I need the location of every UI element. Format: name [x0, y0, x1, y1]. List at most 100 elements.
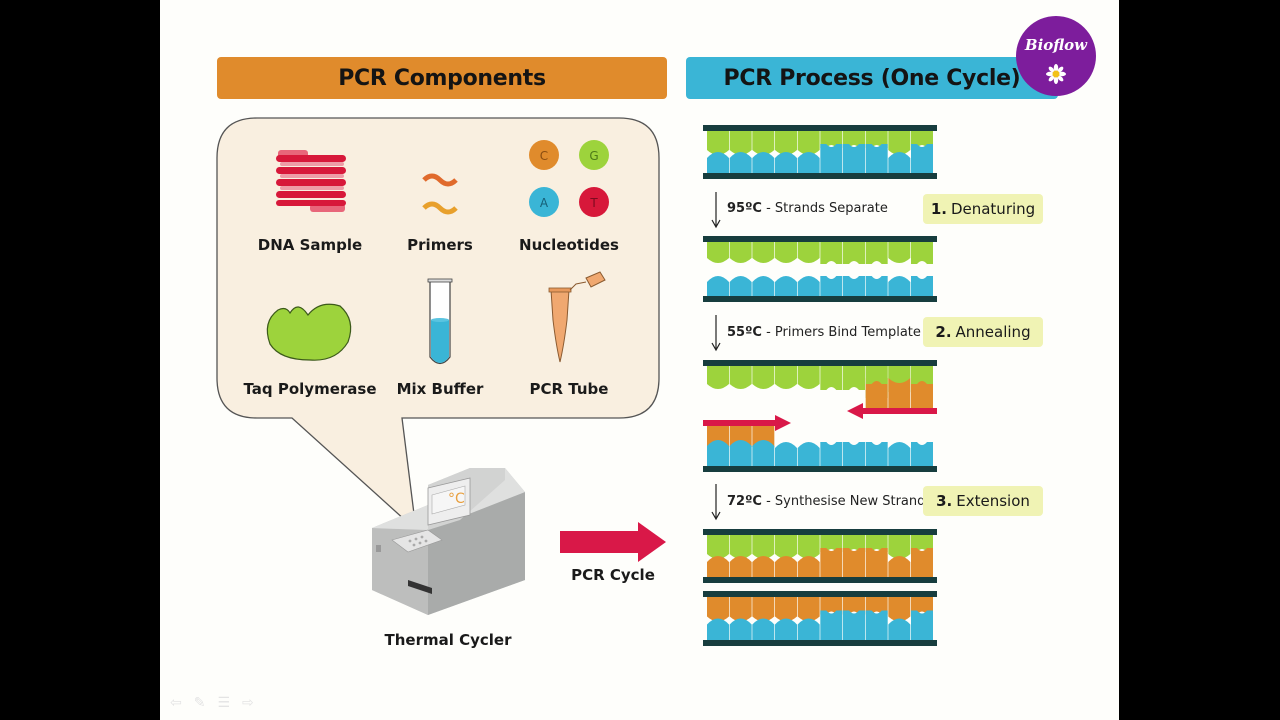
- base-bottom: [843, 610, 865, 640]
- base-top: [707, 242, 729, 263]
- base-bottom: [888, 152, 911, 173]
- base-bottom: [820, 548, 843, 577]
- dna-backbone: [703, 296, 937, 302]
- step-3-text: - Synthesise New Strand: [761, 494, 926, 509]
- base-bottom: [888, 276, 911, 296]
- primer-base: [911, 378, 933, 408]
- base-bottom: [707, 152, 729, 173]
- display-readout: °C: [448, 491, 465, 507]
- base-top: [729, 131, 752, 155]
- base-bottom: [820, 144, 843, 173]
- logo-text: Bioflow: [1024, 36, 1088, 54]
- base-bottom: [865, 442, 888, 466]
- base-top: [888, 131, 911, 155]
- base-t: T: [589, 196, 598, 210]
- dna-backbone: [703, 466, 937, 472]
- thermal-cycler-icon: °C: [372, 468, 525, 615]
- base-top: [911, 535, 933, 552]
- base-bottom: [797, 152, 820, 173]
- step-1-desc: 95ºC - Strands Separate: [727, 201, 888, 216]
- base-top: [820, 597, 843, 615]
- base-bottom: [797, 442, 820, 466]
- step-2-text: - Primers Bind Template: [761, 325, 921, 340]
- label-mix-buffer: Mix Buffer: [396, 380, 484, 398]
- base-top: [707, 535, 729, 559]
- base-top: [729, 597, 752, 622]
- base-bottom: [729, 440, 752, 466]
- step-1-badge: 1.Denaturing: [923, 194, 1043, 224]
- step-1-number: 1.: [930, 200, 947, 218]
- base-top: [775, 131, 797, 155]
- dna-backbone: [703, 173, 937, 179]
- base-top: [888, 366, 911, 383]
- primers-icon: [422, 173, 458, 215]
- base-top: [843, 242, 865, 264]
- daisy-flower-icon: [1046, 64, 1066, 84]
- base-a: A: [540, 196, 549, 210]
- base-bottom: [775, 152, 797, 173]
- base-bottom: [729, 152, 752, 173]
- base-top: [775, 366, 797, 389]
- step-1-name: Denaturing: [950, 200, 1036, 218]
- dna-backbone: [703, 640, 937, 646]
- base-top: [820, 131, 843, 148]
- base-top: [843, 535, 865, 552]
- step-3-name: Extension: [956, 492, 1030, 510]
- base-bottom: [752, 276, 775, 296]
- test-tube-icon: [427, 278, 453, 365]
- base-bottom: [775, 442, 797, 466]
- down-arrow-icon: [711, 484, 721, 521]
- base-bottom: [775, 618, 797, 640]
- dna-backbone: [703, 577, 937, 583]
- base-bottom: [775, 276, 797, 296]
- base-top: [820, 242, 843, 264]
- step-3-temp: 72ºC: [727, 494, 762, 509]
- base-top: [797, 131, 820, 155]
- base-bottom: [797, 556, 820, 577]
- pcr-components-header: PCR Components: [217, 57, 667, 99]
- base-bottom: [820, 276, 843, 296]
- label-taq-polymerase: Taq Polymerase: [243, 380, 377, 398]
- label-pcr-cycle: PCR Cycle: [571, 566, 655, 584]
- step-1-temp: 95ºC: [727, 201, 762, 216]
- base-bottom: [707, 276, 729, 296]
- base-top: [865, 597, 888, 615]
- step-3-desc: 72ºC - Synthesise New Strand: [727, 494, 925, 509]
- base-bottom: [911, 610, 933, 640]
- menu-icon[interactable]: ☰: [217, 694, 231, 710]
- pcr-process-diagram: [703, 125, 937, 646]
- base-top: [865, 242, 888, 264]
- pcr-process-header: PCR Process (One Cycle): [686, 57, 1058, 99]
- down-arrow-icon: [711, 192, 721, 229]
- primer-arrow-right: [703, 415, 791, 431]
- base-top: [911, 242, 933, 264]
- next-icon[interactable]: ⇨: [242, 694, 254, 710]
- dna-backbone: [703, 125, 937, 131]
- dna-backbone: [703, 236, 937, 242]
- base-top: [843, 597, 865, 615]
- step-1-text: - Strands Separate: [761, 201, 888, 216]
- base-top: [752, 366, 775, 389]
- prev-icon[interactable]: ⇦: [170, 694, 182, 710]
- base-top: [865, 535, 888, 552]
- base-top: [888, 242, 911, 263]
- step-2-temp: 55ºC: [727, 325, 762, 340]
- components-illustration: C G A T °C: [216, 117, 666, 615]
- base-bottom: [865, 548, 888, 577]
- base-top: [820, 535, 843, 552]
- pen-icon[interactable]: ✎: [193, 694, 206, 710]
- base-bottom: [820, 442, 843, 466]
- base-top: [752, 535, 775, 559]
- base-top: [775, 535, 797, 559]
- base-bottom: [752, 152, 775, 173]
- base-top: [843, 131, 865, 148]
- base-bottom: [911, 442, 933, 466]
- base-top: [775, 242, 797, 263]
- label-pcr-tube: PCR Tube: [529, 380, 609, 398]
- primer-base: [888, 378, 911, 408]
- primer-base: [865, 378, 888, 408]
- base-top: [843, 366, 865, 390]
- step-3-badge: 3.Extension: [923, 486, 1043, 516]
- enzyme-icon: [266, 303, 352, 361]
- base-bottom: [843, 276, 865, 296]
